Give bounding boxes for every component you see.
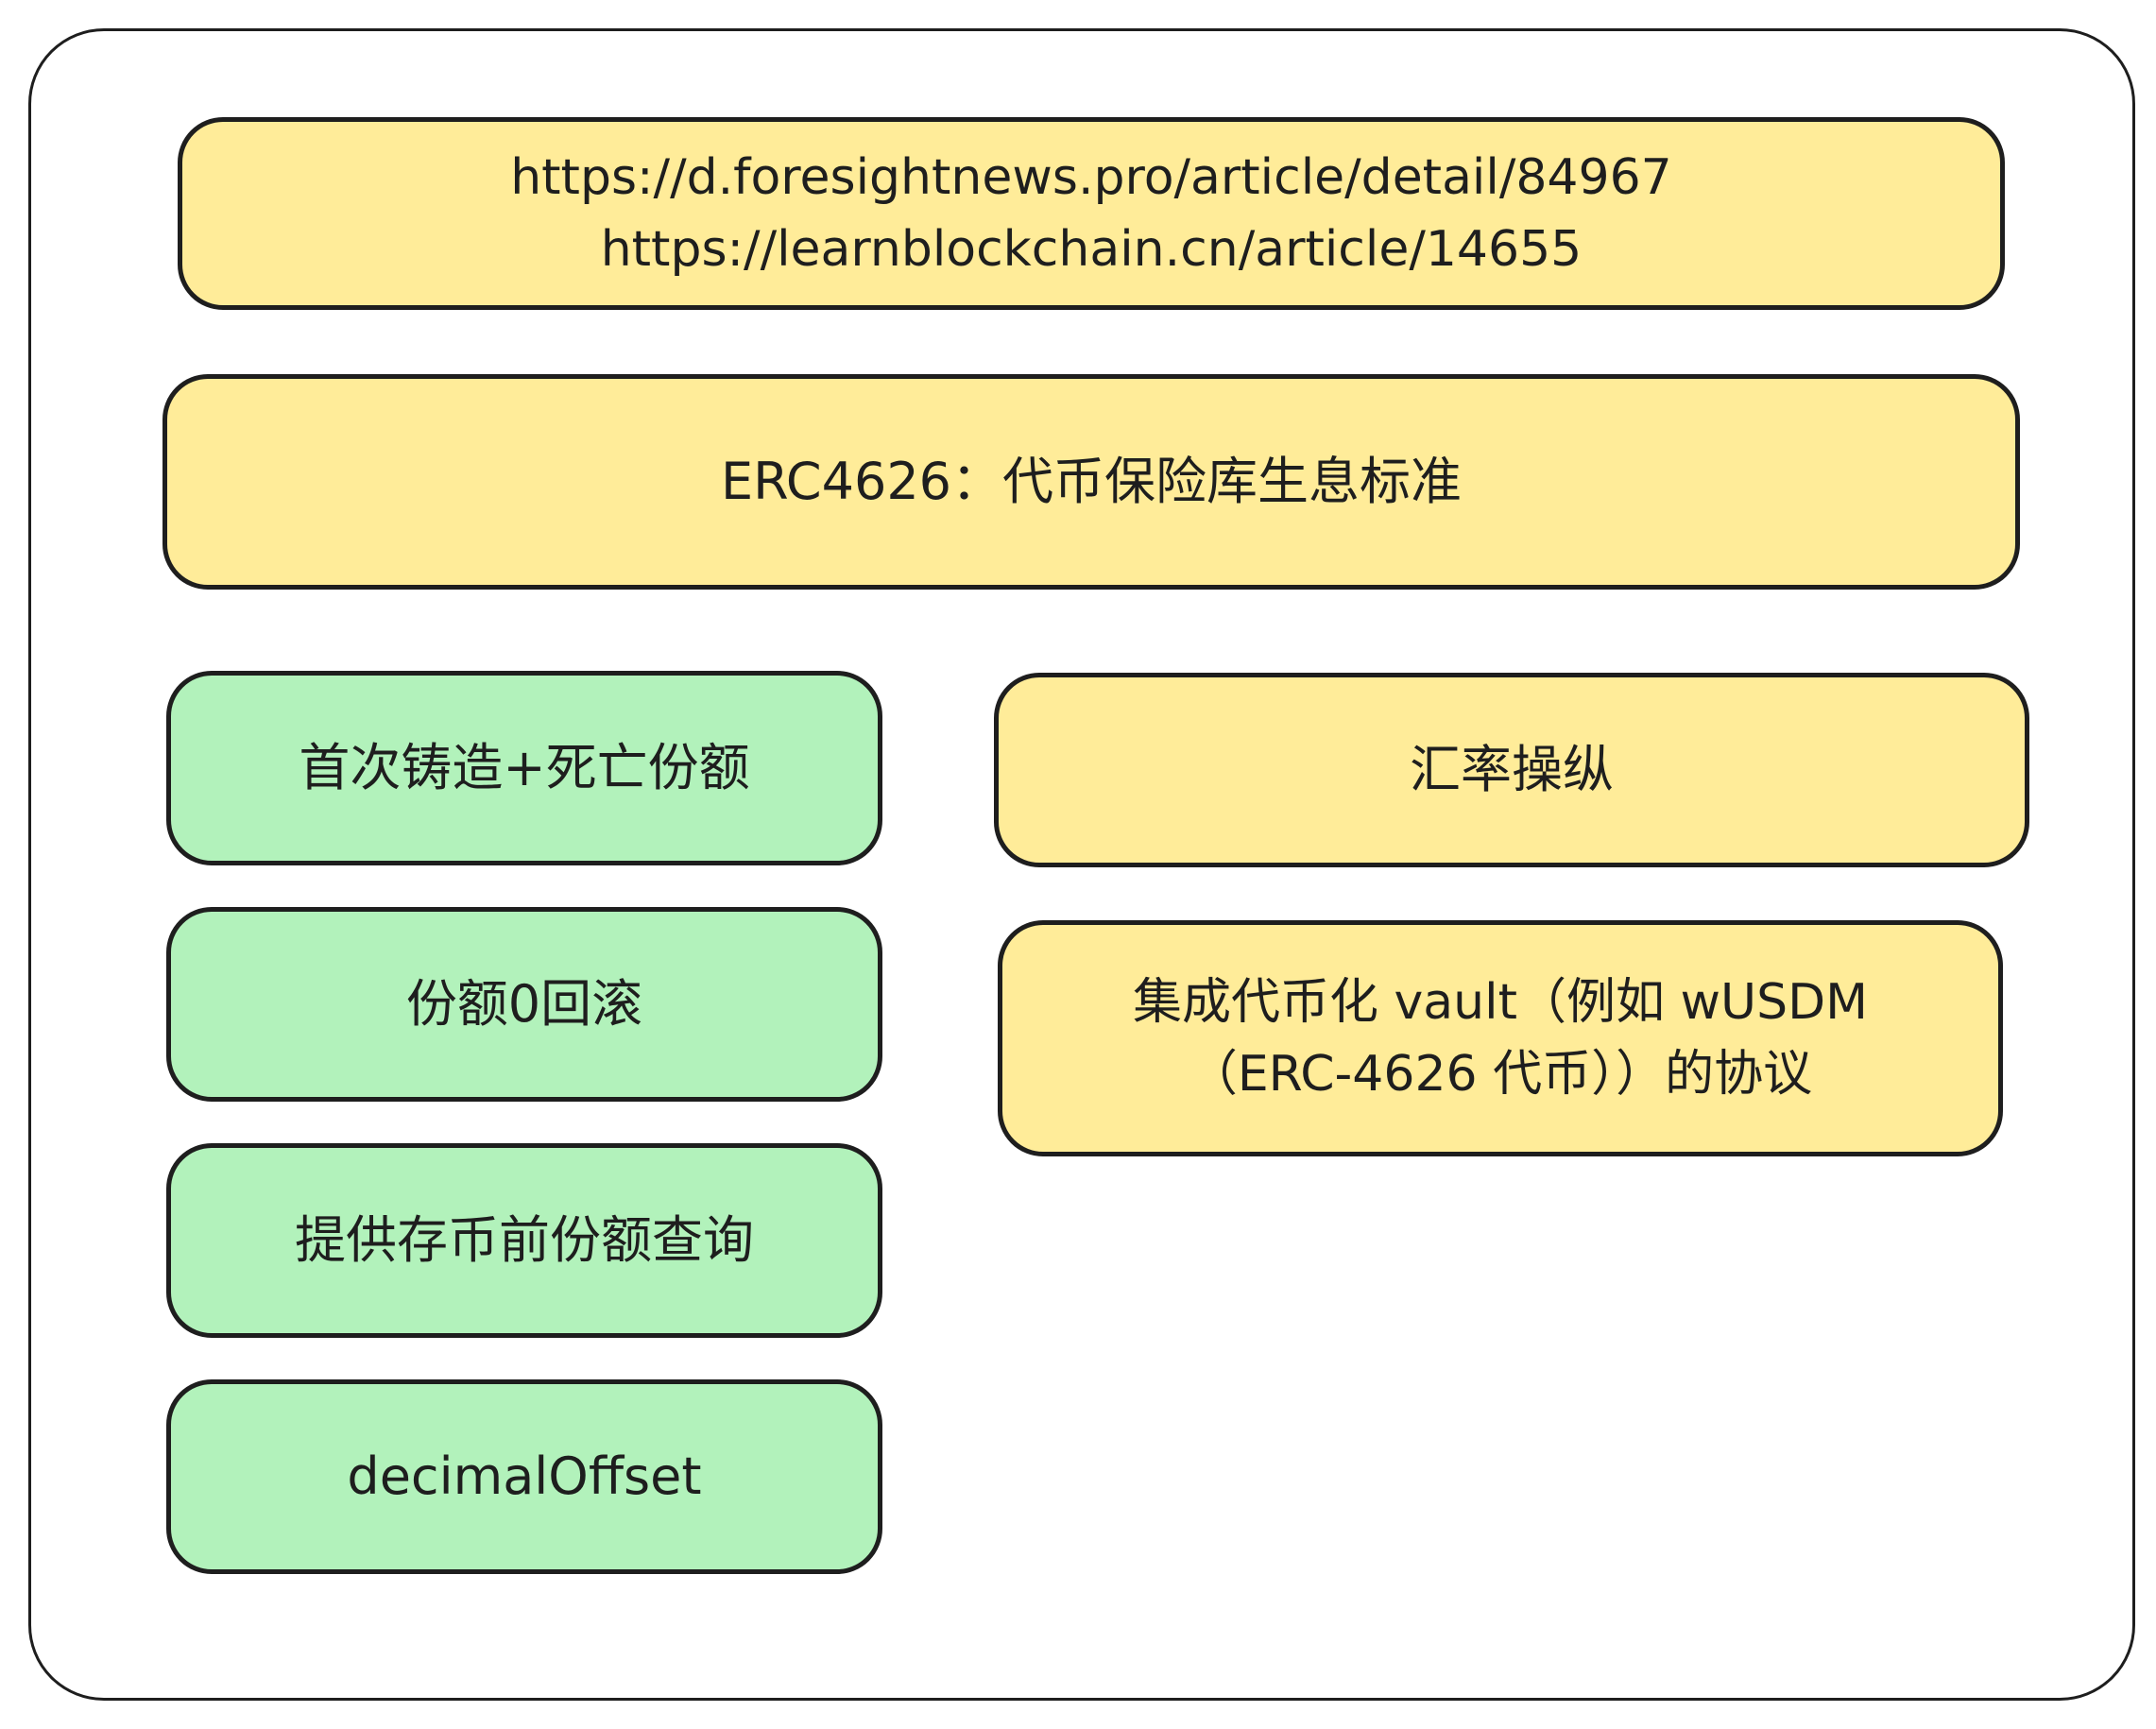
target-label-line-1: 集成代币化 vault（例如 wUSDM (1133, 974, 1868, 1031)
target-label-line-2: （ERC-4626 代币））的协议 (1188, 1046, 1813, 1103)
title-box: ERC4626：代币保险库生息标准 (163, 374, 2020, 590)
attack-box-rate-manipulation: 汇率操纵 (994, 673, 2029, 867)
source-link-2[interactable]: https://learnblockchain.cn/article/14655 (600, 221, 1583, 278)
target-box-integrating-protocols: 集成代币化 vault（例如 wUSDM （ERC-4626 代币））的协议 (998, 920, 2003, 1156)
defense-box-zero-share-revert: 份额0回滚 (166, 907, 882, 1102)
defense-label: 份额0回滚 (405, 974, 643, 1034)
defense-box-preview-deposit: 提供存币前份额查询 (166, 1143, 882, 1338)
defense-box-decimal-offset: decimalOffset (166, 1379, 882, 1574)
title-label: ERC4626：代币保险库生息标准 (720, 452, 1463, 511)
defense-label: 首次铸造+死亡份额 (299, 738, 750, 797)
source-link-1[interactable]: https://d.foresightnews.pro/article/deta… (510, 149, 1672, 206)
sources-box: https://d.foresightnews.pro/article/deta… (178, 117, 2005, 310)
defense-label: 提供存币前份额查询 (295, 1210, 754, 1270)
attack-label: 汇率操纵 (1410, 740, 1614, 799)
defense-label: decimalOffset (347, 1447, 702, 1506)
defense-box-first-mint-dead-shares: 首次铸造+死亡份额 (166, 671, 882, 865)
